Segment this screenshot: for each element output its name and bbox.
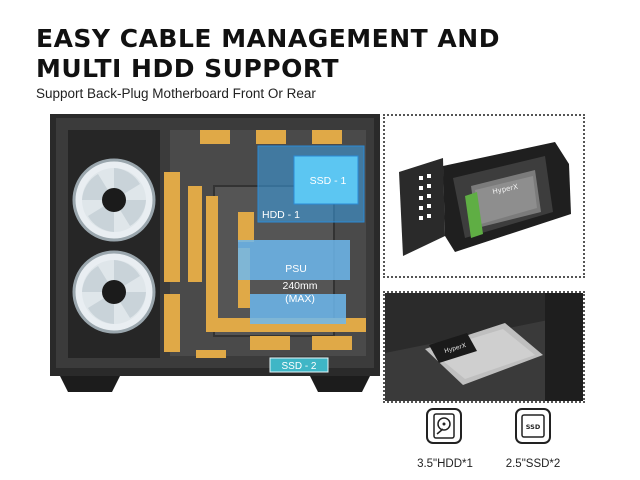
headline-line-2: MULTI HDD SUPPORT <box>36 54 340 83</box>
subheadline: Support Back-Plug Motherboard Front Or R… <box>36 86 316 101</box>
hdd-spec-label: 3.5"HDD*1 <box>417 458 473 470</box>
headline-line-1: EASY CABLE MANAGEMENT AND <box>36 24 500 53</box>
case-foot-left <box>60 376 120 392</box>
fan-bottom <box>72 250 156 334</box>
hdd-icon <box>426 408 462 444</box>
ssd-icon-glyph: SSD <box>521 414 545 438</box>
headline: EASY CABLE MANAGEMENT AND MULTI HDD SUPP… <box>36 24 500 84</box>
psu-size-label: 240mm <box>282 280 317 292</box>
ssd-icon: SSD <box>515 408 551 444</box>
ssd-spec-label: 2.5"SSD*2 <box>505 458 561 470</box>
fan-top <box>72 158 156 242</box>
psu-overlay-top <box>238 240 350 280</box>
ssd2-label-box <box>269 357 329 373</box>
psu-max-label: (MAX) <box>285 293 315 305</box>
ssd1-label: SSD - 1 <box>310 175 347 187</box>
bracket-inset: HyperX <box>383 114 585 278</box>
psu-overlay-bottom <box>250 294 346 324</box>
hdd-icon-glyph <box>433 413 455 439</box>
ssd2-label: SSD - 2 <box>281 361 316 372</box>
ssd1-overlay <box>293 155 359 205</box>
drive-bracket-image: HyperX <box>399 142 571 256</box>
ssd-icon-text: SSD <box>526 423 541 431</box>
psu-label: PSU <box>285 263 307 275</box>
ssd-install-image: HyperX <box>385 293 583 401</box>
ssd-inset: HyperX <box>383 291 585 403</box>
hdd1-label: HDD - 1 <box>262 209 300 221</box>
case-foot-right <box>310 376 370 392</box>
